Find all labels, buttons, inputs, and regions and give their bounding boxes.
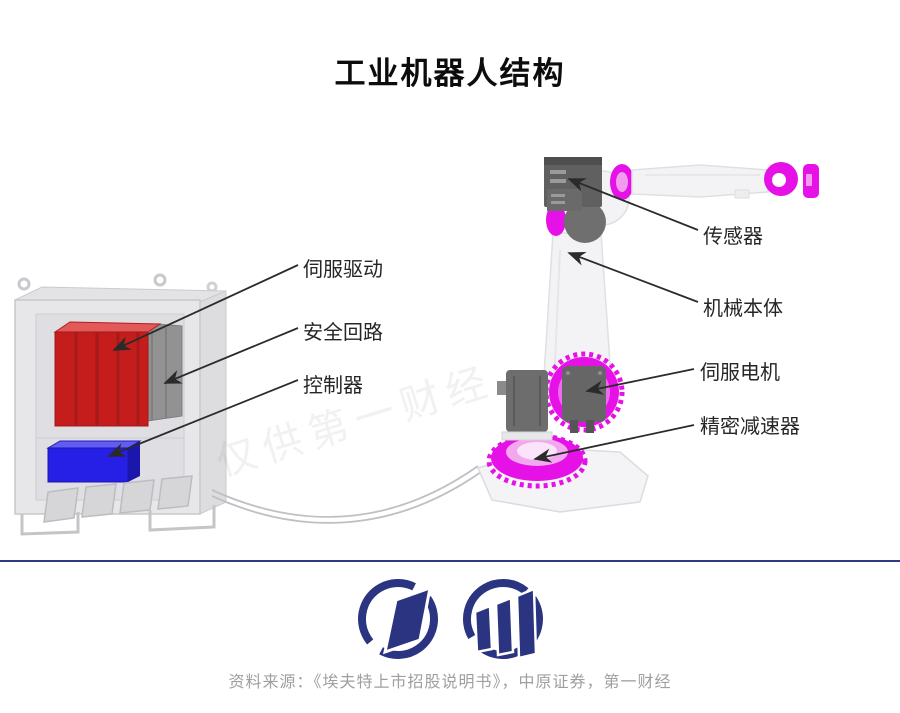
label-safety-circuit: 安全回路 [303, 322, 383, 344]
arrow-safety-circuit [163, 327, 299, 384]
label-precision-reducer: 精密减速器 [700, 416, 800, 438]
control-cabinet [14, 273, 227, 536]
source-note: 资料来源：《埃夫特上市招股说明书》，中原证券，第一财经 [228, 674, 672, 691]
end-effector [803, 164, 819, 198]
shoulder-joint-left [546, 204, 566, 236]
page-title: 工业机器人结构 [334, 56, 566, 91]
arm-tube [631, 164, 769, 199]
arrow-servo-motor [585, 368, 695, 395]
arrow-sensor [567, 178, 699, 231]
callout-arrows [107, 178, 699, 463]
robot-arm [476, 157, 819, 513]
wrist-joint [764, 162, 798, 196]
arrow-servo-drive [112, 264, 299, 351]
label-servo-drive: 伺服驱动 [303, 259, 383, 281]
cabinet-vents [43, 475, 193, 523]
label-sensor: 传感器 [703, 226, 763, 248]
label-servo-motor: 伺服电机 [700, 362, 780, 384]
side-motor-box [497, 370, 553, 441]
arrow-robot-body [567, 252, 699, 303]
label-robot-body: 机械本体 [703, 298, 783, 320]
servo-motor-joint [543, 351, 625, 433]
arrow-precision-reducer [533, 424, 695, 463]
sensor-box [544, 157, 602, 211]
cabinet-feet [20, 505, 216, 536]
divider-line [0, 560, 900, 562]
controller-block [46, 440, 142, 483]
arrow-controller [107, 379, 299, 457]
connection-cables [211, 465, 482, 524]
shoulder-motor [564, 201, 606, 243]
logo-left [358, 579, 438, 659]
logo-right [463, 579, 543, 660]
label-controller: 控制器 [303, 375, 363, 397]
servo-drive-block [53, 321, 162, 427]
